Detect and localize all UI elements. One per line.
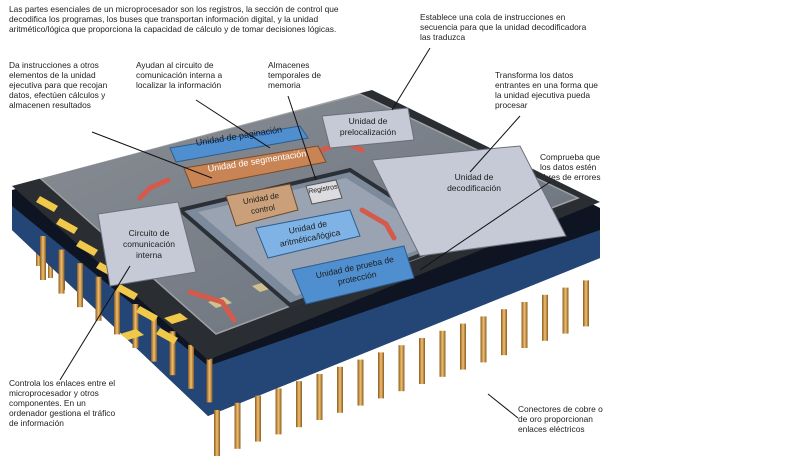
control-unit-block: [225, 183, 299, 227]
pin: [460, 323, 466, 370]
pin: [296, 381, 302, 428]
pin: [275, 388, 282, 435]
annotation-instructions-queue: Establece una cola de instrucciones en s…: [420, 12, 587, 42]
bus-interface-label: Circuito de comunicación interna: [123, 228, 175, 260]
segmentation-unit-block: [183, 145, 327, 189]
pin: [206, 358, 213, 403]
gold-stripe: [156, 328, 178, 344]
leader-lines: [59, 47, 551, 419]
annotation-links-control: Controla los enlaces entre el microproce…: [9, 378, 116, 428]
chip-base-blue-edge: [12, 206, 600, 416]
decode-unit-block: [371, 145, 567, 257]
pin: [583, 280, 589, 327]
annotation-transform-data: Transforma los datos entrantes en una fo…: [495, 70, 598, 110]
pin: [521, 302, 528, 348]
pin: [316, 374, 323, 420]
bus-interface-block: [97, 201, 197, 287]
pin: [501, 309, 507, 356]
gold-stripe: [36, 196, 58, 212]
decode-unit-label: Unidad de decodificación: [447, 172, 501, 193]
pin: [114, 290, 120, 335]
intro-text: Las partes esenciales de un microprocesa…: [9, 4, 339, 34]
pin: [95, 276, 102, 321]
alu-block: [255, 209, 361, 259]
gold-stripe: [116, 284, 138, 300]
pin: [58, 249, 65, 294]
annotation-connectors: Conectores de cobre o de oro proporciona…: [518, 404, 603, 434]
pin: [77, 263, 83, 308]
annotation-execution-control: Da instrucciones a otros elementos de la…: [9, 60, 108, 110]
pin: [562, 287, 569, 334]
pin: [357, 359, 364, 406]
gold-stripe: [120, 329, 144, 340]
pin: [132, 304, 139, 348]
annotation-internal-comm: Ayudan al circuito de comunicación inter…: [136, 60, 223, 90]
pin: [151, 317, 157, 362]
pin: [214, 410, 220, 456]
pin: [188, 344, 194, 389]
pin: [419, 338, 425, 384]
prefetch-unit-block: [321, 107, 415, 149]
pin: [439, 330, 446, 377]
pin: [480, 316, 487, 363]
pin: [337, 366, 343, 413]
pin: [40, 236, 46, 280]
gold-stripe: [76, 240, 98, 256]
annotation-check-errors: Comprueba que los datos estén libres de …: [540, 152, 601, 182]
registers-block: [305, 179, 343, 205]
paging-unit-block: [169, 125, 309, 163]
pin: [378, 352, 384, 399]
protection-unit-block: [291, 245, 415, 305]
pin: [542, 294, 548, 341]
front-pins: [40, 236, 589, 456]
pin: [234, 402, 241, 449]
gold-stripe: [56, 218, 78, 234]
gold-stripe: [136, 306, 158, 322]
pin: [398, 345, 405, 392]
annotation-temp-memory: Almacenes temporales de memoria: [268, 60, 322, 90]
pin: [255, 395, 261, 442]
gold-stripe: [164, 313, 188, 324]
pin: [169, 331, 176, 376]
prefetch-unit-label: Unidad de prelocalización: [339, 116, 397, 137]
